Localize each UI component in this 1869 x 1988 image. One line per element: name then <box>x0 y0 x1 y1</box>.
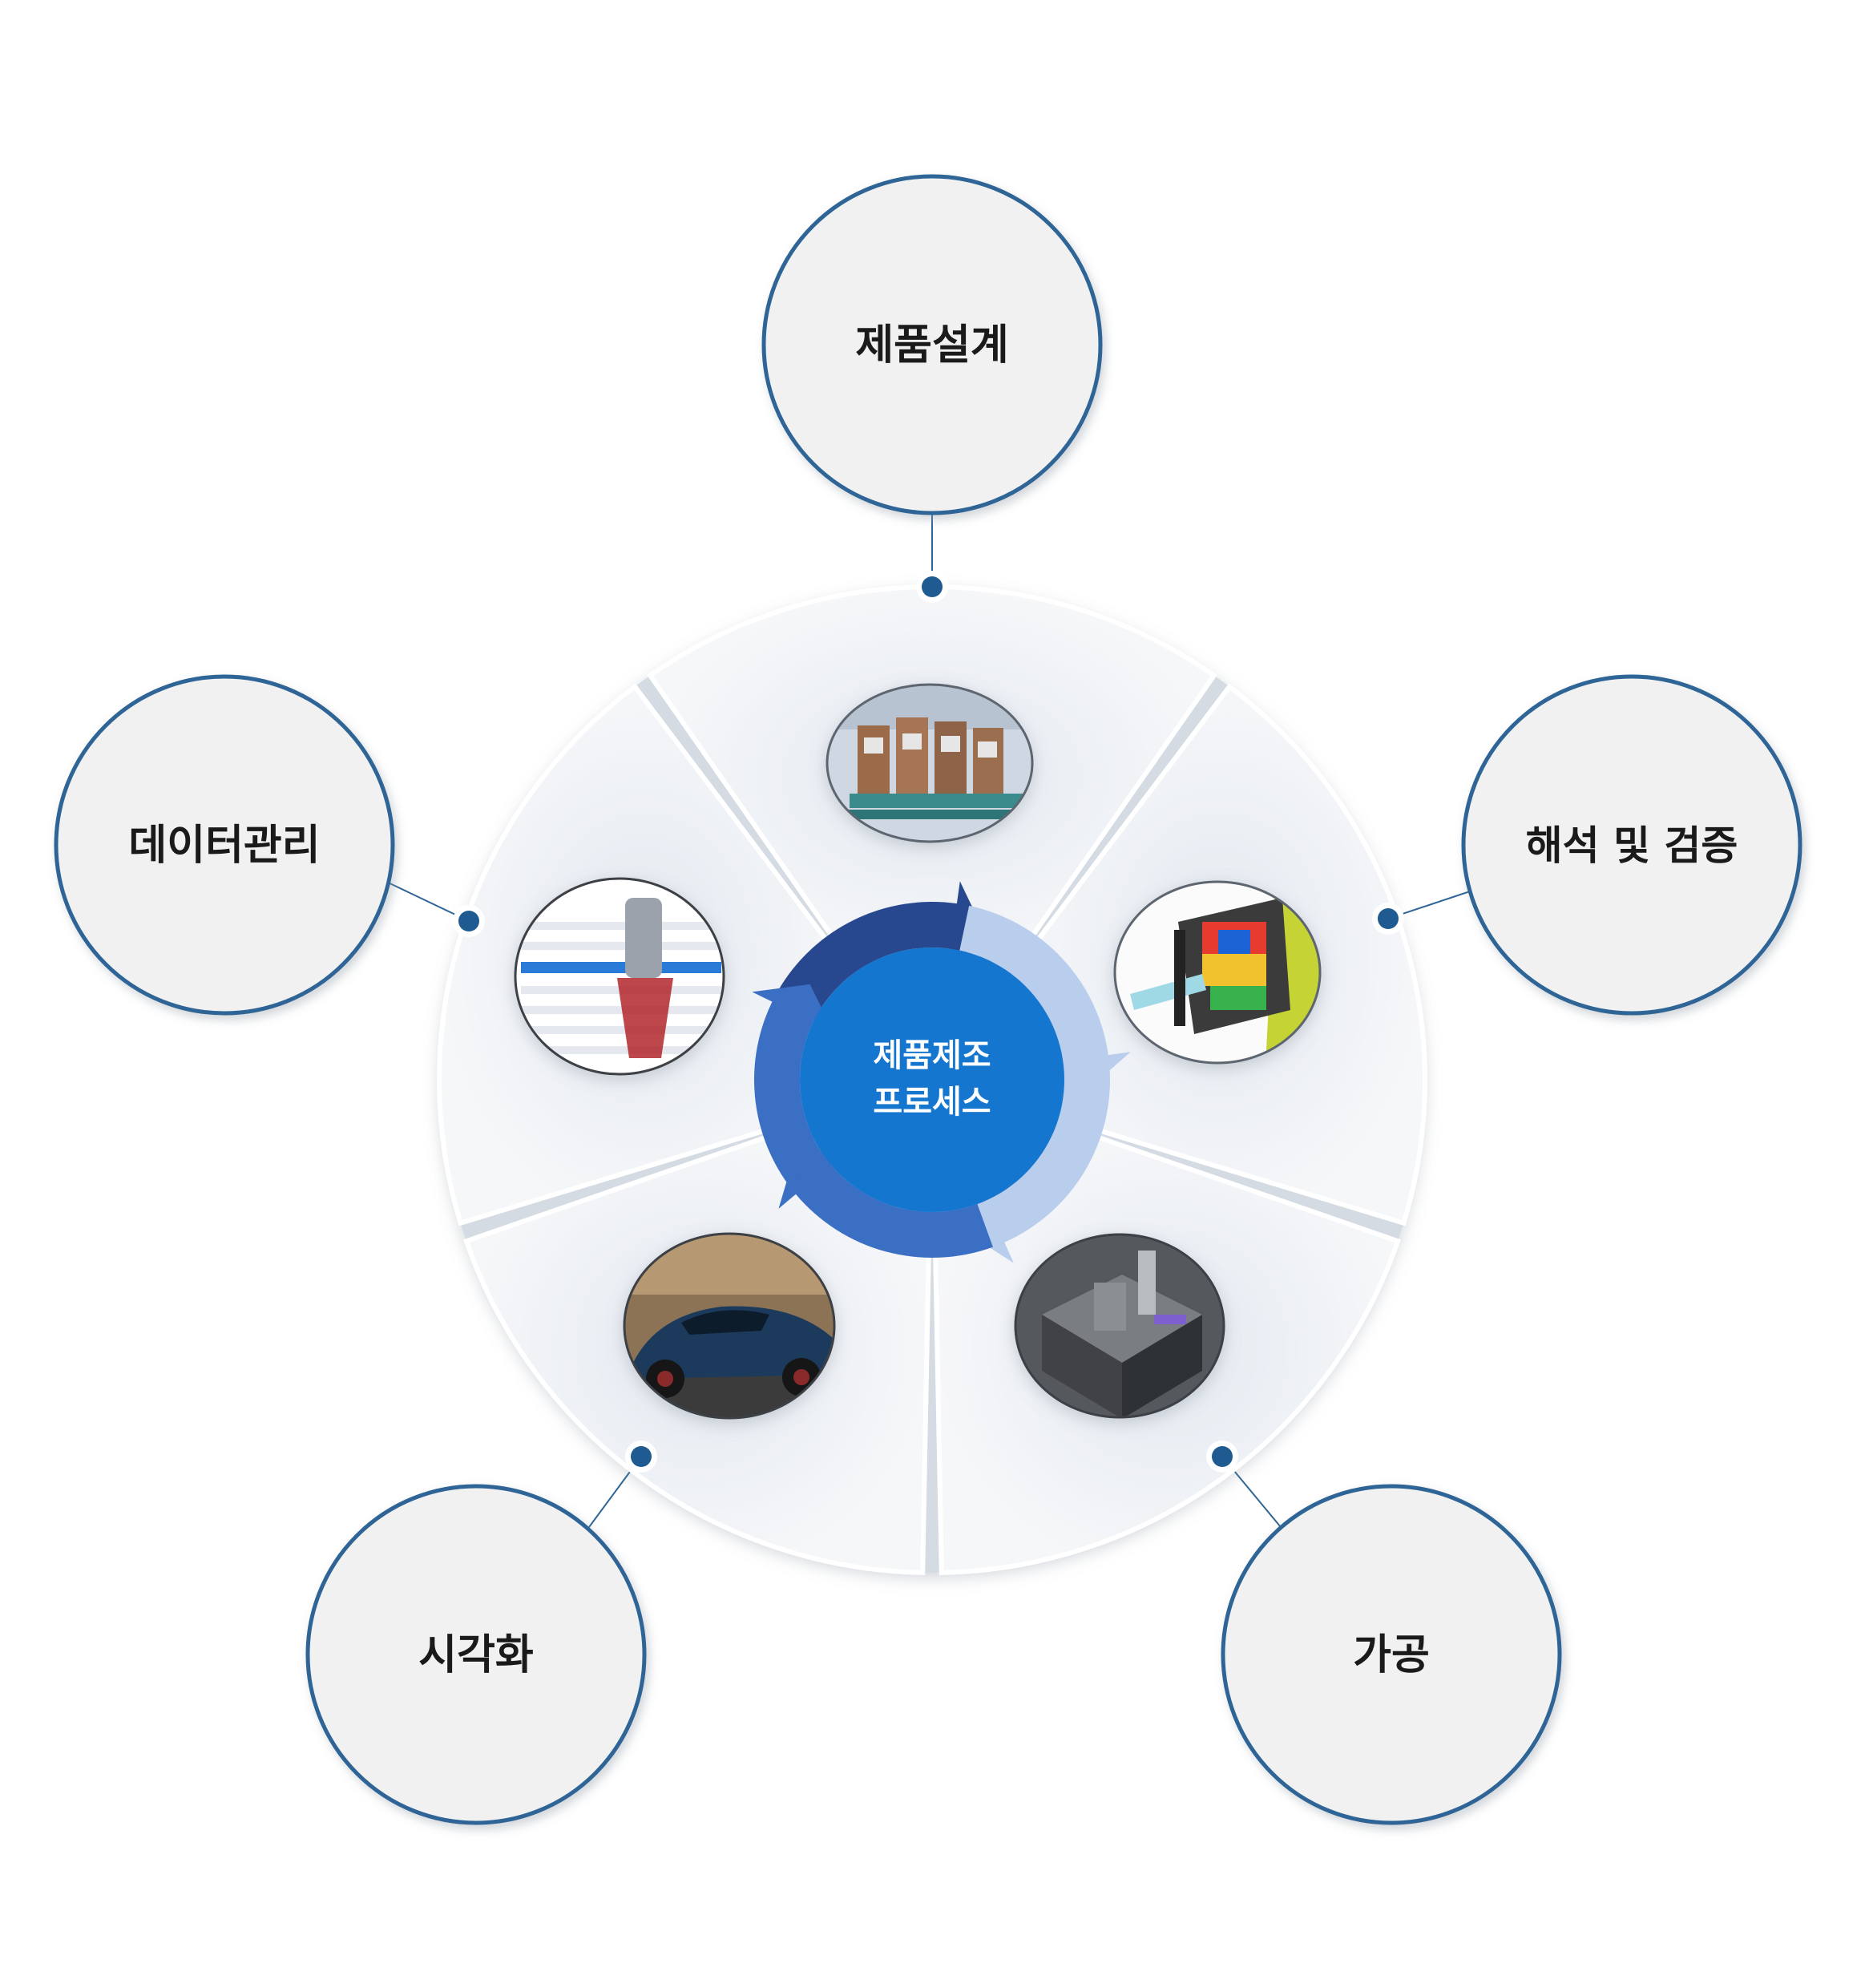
connector-dot-data <box>453 905 485 937</box>
sports-car-render-thumbnail <box>623 1232 836 1420</box>
factory-line-cad-thumbnail <box>826 683 1034 843</box>
cycle-arrow-2 <box>959 905 1131 1091</box>
node-data-label: 데이터관리 <box>128 822 320 870</box>
center-hub <box>800 948 1064 1212</box>
connector-dot-analysis <box>1372 903 1404 935</box>
node-machining: 가공 <box>1221 1484 1562 1825</box>
node-design: 제품설계 <box>761 174 1103 515</box>
connector-dot-design <box>916 571 948 603</box>
connector-dot-machining <box>1206 1440 1238 1473</box>
node-design-label: 제품설계 <box>855 321 1008 370</box>
cycle-arrow-3 <box>964 1067 1111 1263</box>
stage-nodes: 제품설계 해석 및 검증 가공 시각화 데이터관리 <box>54 174 1802 1825</box>
node-visualization-label: 시각화 <box>418 1631 534 1679</box>
node-machining-label: 가공 <box>1353 1631 1430 1679</box>
center-label-line2: 프로세스 <box>873 1084 991 1121</box>
connector-dots <box>453 571 1404 1473</box>
cycle-arrow-1 <box>777 881 986 1014</box>
center-label-line1: 제품제조 <box>873 1037 991 1074</box>
cnc-machining-thumbnail <box>1014 1233 1225 1419</box>
node-analysis-label: 해석 및 검증 <box>1526 822 1738 869</box>
process-cycle-arrows <box>752 881 1131 1263</box>
cycle-arrow-4 <box>778 1150 993 1258</box>
cycle-arrow-5 <box>752 984 834 1185</box>
connector-dot-visualization <box>625 1440 657 1473</box>
connector-line-analysis <box>1387 887 1480 919</box>
node-data: 데이터관리 <box>54 674 395 1016</box>
pdm-data-table-thumbnail <box>514 877 725 1076</box>
node-analysis: 해석 및 검증 <box>1461 674 1802 1016</box>
node-visualization: 시각화 <box>305 1484 647 1825</box>
stress-analysis-thumbnail <box>1113 880 1322 1065</box>
